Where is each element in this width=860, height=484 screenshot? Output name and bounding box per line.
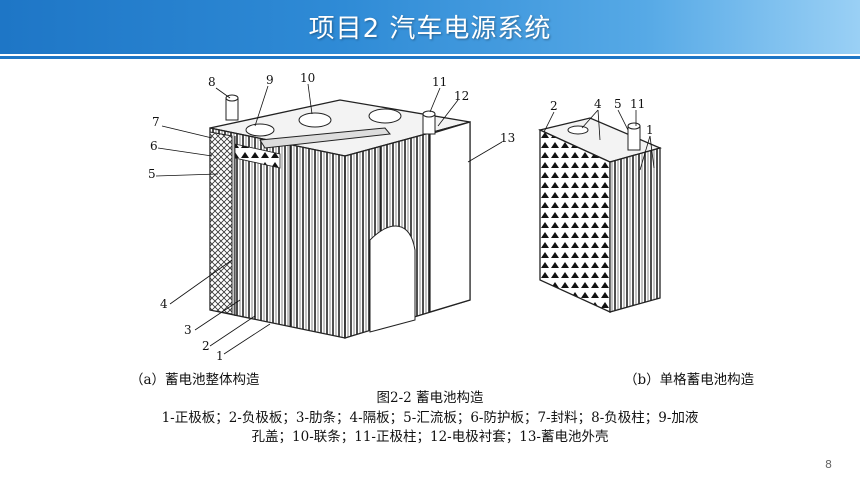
figure-title: 图2-2 蓄电池构造: [376, 390, 484, 406]
label-a-11: 11: [432, 75, 447, 89]
label-b-5: 5: [614, 97, 622, 111]
page-number: 8: [825, 458, 832, 471]
legend-line-1: 1-正极板；2-负极板；3-肋条；4-隔板；5-汇流板；6-防护板；7-封料；8…: [161, 410, 699, 426]
label-a-5: 5: [148, 167, 156, 181]
label-a-2: 2: [202, 339, 210, 353]
label-a-7: 7: [152, 115, 160, 129]
label-b-2: 2: [550, 99, 558, 113]
label-b-4: 4: [594, 97, 602, 111]
battery-diagram: 8 9 10 11 12 13 7 6 5 4 3 2 1 2 4 5 11 1: [148, 71, 662, 362]
title-underline: [0, 56, 860, 59]
caption-a: （a）蓄电池整体构造: [130, 372, 260, 388]
label-a-9: 9: [266, 73, 274, 87]
label-a-10: 10: [300, 71, 315, 85]
label-b-1: 1: [646, 123, 654, 137]
label-a-1: 1: [216, 349, 224, 362]
label-a-8: 8: [208, 75, 216, 89]
label-a-13: 13: [500, 131, 515, 145]
label-a-4: 4: [160, 297, 168, 311]
slide-title: 项目2 汽车电源系统: [308, 14, 552, 44]
label-a-12: 12: [454, 89, 469, 103]
legend-line-2: 孔盖；10-联条；11-正极柱；12-电极衬套；13-蓄电池外壳: [251, 429, 609, 445]
label-b-11: 11: [630, 97, 645, 111]
title-bar: [0, 0, 860, 54]
battery-whole-drawing: [209, 94, 471, 339]
label-a-6: 6: [150, 139, 158, 153]
label-a-3: 3: [184, 323, 192, 337]
labels-b: 2 4 5 11 1: [550, 97, 654, 137]
single-cell-drawing: [538, 117, 662, 314]
caption-b: （b）单格蓄电池构造: [624, 372, 755, 388]
labels-a: 8 9 10 11 12 13 7 6 5 4 3 2 1: [148, 71, 515, 362]
